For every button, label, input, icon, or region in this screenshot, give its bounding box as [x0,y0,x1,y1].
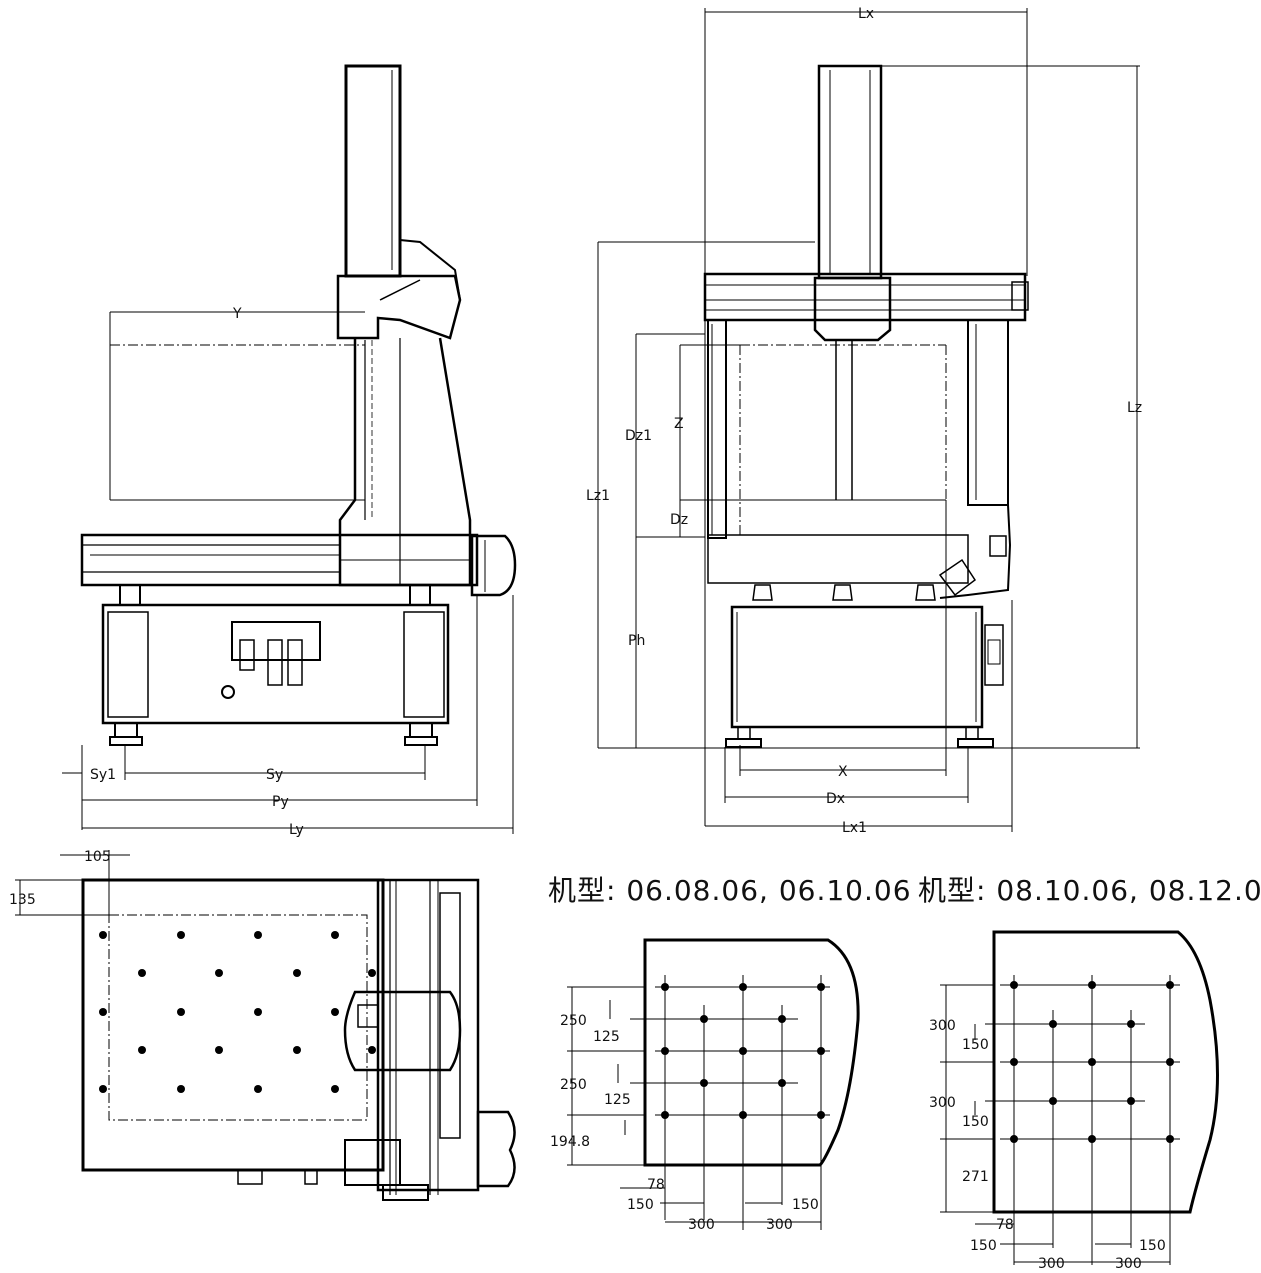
layout-b-dim-v2: 300 [929,1095,956,1111]
dim-z: Z [674,416,684,432]
dim-offset-x: 105 [84,849,111,865]
dim-lz: Lz [1127,400,1142,416]
layout-a-dim-v2: 250 [560,1077,587,1093]
dim-py: Py [272,794,289,810]
side-view-labels: Y Sy1 Sy Py Ly [90,306,304,838]
layout-a-dim-h2: 300 [688,1217,715,1233]
layout-b-dim-h1: 150 [970,1238,997,1254]
dim-ly: Ly [289,822,304,838]
dim-lx1: Lx1 [842,820,867,836]
layout-b-dim-h3: 300 [1115,1256,1142,1272]
layout-b-dim-v1: 300 [929,1018,956,1034]
layout-b-dim-v3: 271 [962,1169,989,1185]
layout-b: 机型: 08.10.06, 08.12.06 [918,874,1261,1272]
layout-a-dim-v3: 194.8 [550,1134,590,1150]
layout-b-dim-v2b: 150 [962,1114,989,1130]
layout-b-dim-h2: 300 [1038,1256,1065,1272]
layout-b-dim-v1b: 150 [962,1037,989,1053]
front-view [597,8,1140,832]
dim-y: Y [232,306,242,322]
top-view-holes [99,931,376,1093]
layout-a-dim-h4: 150 [792,1197,819,1213]
dim-sy1: Sy1 [90,767,116,783]
layout-b-dim-h0: 78 [996,1217,1014,1233]
dim-lz1: Lz1 [586,488,610,504]
layout-a-dim-h0: 78 [647,1177,665,1193]
layout-a-dim-v1: 250 [560,1013,587,1029]
layout-a: 机型: 06.08.06, 06.10.06 [548,874,912,1233]
layout-a-dim-v1b: 125 [593,1029,620,1045]
dim-ph: Ph [628,633,645,649]
dim-lx: Lx [858,6,874,22]
layout-a-dim-h1: 150 [627,1197,654,1213]
dim-dz: Dz [670,512,688,528]
dim-dx: Dx [826,791,845,807]
dim-dz1: Dz1 [625,428,652,444]
side-view [62,64,517,834]
layout-a-title: 机型: 06.08.06, 06.10.06 [548,874,912,907]
layout-b-title: 机型: 08.10.06, 08.12.06 [918,874,1261,907]
layout-a-dim-h3: 300 [766,1217,793,1233]
top-view-labels: 105 135 [9,849,111,908]
dim-sy: Sy [266,767,283,783]
layout-a-dim-v2b: 125 [604,1092,631,1108]
dim-x: X [838,764,848,780]
layout-b-dim-h4: 150 [1139,1238,1166,1254]
top-view [15,850,516,1201]
dim-offset-y: 135 [9,892,36,908]
front-view-labels: Lx Lz Lz1 Dz1 Z Dz Ph X Dx Lx1 [586,6,1142,836]
